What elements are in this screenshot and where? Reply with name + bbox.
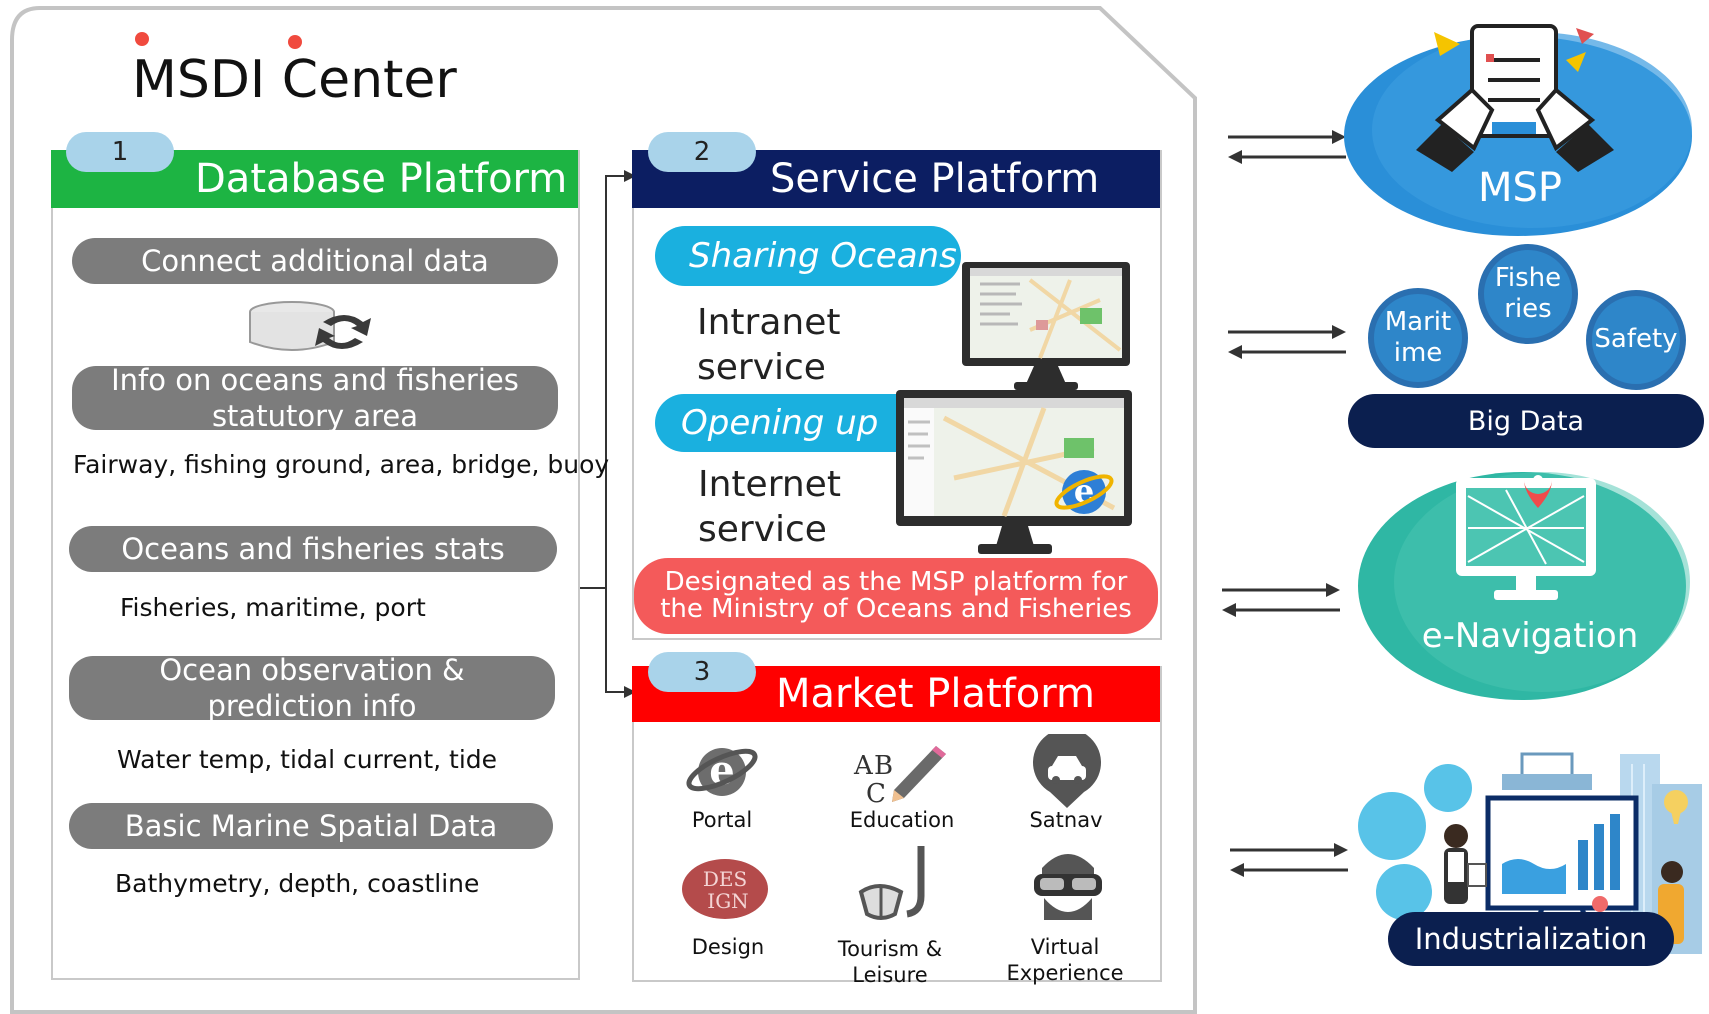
service-platform-header: Service Platform	[632, 150, 1160, 208]
safety-circle: Safety	[1586, 290, 1686, 390]
svg-text:DES: DES	[703, 867, 747, 891]
msp-label: MSP	[1477, 165, 1563, 211]
database-number-badge: 1	[66, 132, 174, 172]
database-platform-title: Database Platform	[195, 156, 568, 202]
exchange-arrows	[1222, 130, 1348, 877]
market-portal-label: Portal	[691, 808, 753, 832]
designated-msp-banner: Designated as the MSP platform for the M…	[634, 558, 1158, 634]
svg-text:A: A	[853, 751, 874, 781]
msp-oval	[1344, 24, 1692, 236]
fisheries-circle: Fisheries	[1478, 244, 1578, 344]
db-item-statutory-area: Info on oceans and fisheries statutory a…	[72, 363, 558, 433]
db-item-stats: Oceans and fisheries stats	[69, 526, 557, 572]
market-education-label: Education	[849, 808, 955, 832]
e-navigation-label: e-Navigation	[1421, 616, 1639, 656]
sharing-oceans-label: Sharing Oceans	[689, 236, 957, 276]
ie-logo-icon: e	[686, 747, 758, 796]
maritime-circle: Maritime	[1368, 288, 1468, 388]
industrialization-pill: Industrialization	[1388, 912, 1674, 966]
db-item-stats-desc: Fisheries, maritime, port	[120, 593, 426, 622]
snorkel-mask-icon	[858, 846, 925, 920]
connector-lines	[578, 175, 626, 693]
market-tourism-label: Tourism & Leisure	[837, 937, 943, 988]
intranet-service-label: Intranet service	[697, 302, 841, 388]
vr-headset-icon	[1034, 854, 1102, 920]
market-design-label: Design	[691, 935, 765, 959]
msdi-center-title: MSDI Center	[132, 50, 457, 110]
internet-monitor-icon: e	[896, 390, 1132, 554]
service-platform-title: Service Platform	[770, 156, 1100, 202]
abc-pencil-icon: A B C	[853, 746, 946, 808]
svg-text:B: B	[874, 751, 893, 781]
market-virtual-label: Virtual Experience	[1006, 935, 1124, 986]
design-icon: DES IGN	[682, 859, 768, 919]
db-item-connect-data: Connect additional data	[72, 238, 558, 284]
big-data-pill: Big Data	[1348, 394, 1704, 448]
service-number-badge: 2	[648, 132, 756, 172]
sharing-oceans-pill: Sharing Oceans	[655, 226, 961, 286]
designated-msp-label: Designated as the MSP platform for the M…	[660, 566, 1132, 624]
db-item-spatial-desc: Bathymetry, depth, coastline	[115, 869, 480, 898]
market-platform-title: Market Platform	[776, 671, 1095, 717]
market-satnav-label: Satnav	[1029, 808, 1103, 832]
db-item-observation-desc: Water temp, tidal current, tide	[117, 745, 498, 774]
db-item-statutory-desc: Fairway, fishing ground, area, bridge, b…	[73, 450, 610, 479]
db-item-ocean-observation: Ocean observation & prediction info	[69, 653, 555, 723]
car-pin-icon	[1033, 734, 1101, 808]
opening-up-label: Opening up	[681, 403, 879, 443]
title-dot-left	[135, 32, 149, 46]
database-sync-icon	[249, 301, 371, 351]
db-item-basic-spatial: Basic Marine Spatial Data	[69, 803, 553, 849]
title-dot-right	[288, 35, 302, 49]
internet-service-label: Internet service	[698, 464, 841, 550]
e-navigation-oval	[1358, 472, 1690, 700]
market-number-badge: 3	[648, 652, 756, 692]
svg-text:IGN: IGN	[707, 889, 748, 913]
opening-up-pill: Opening up	[655, 394, 915, 452]
svg-text:C: C	[866, 779, 886, 808]
intranet-monitor-icon	[962, 262, 1130, 390]
